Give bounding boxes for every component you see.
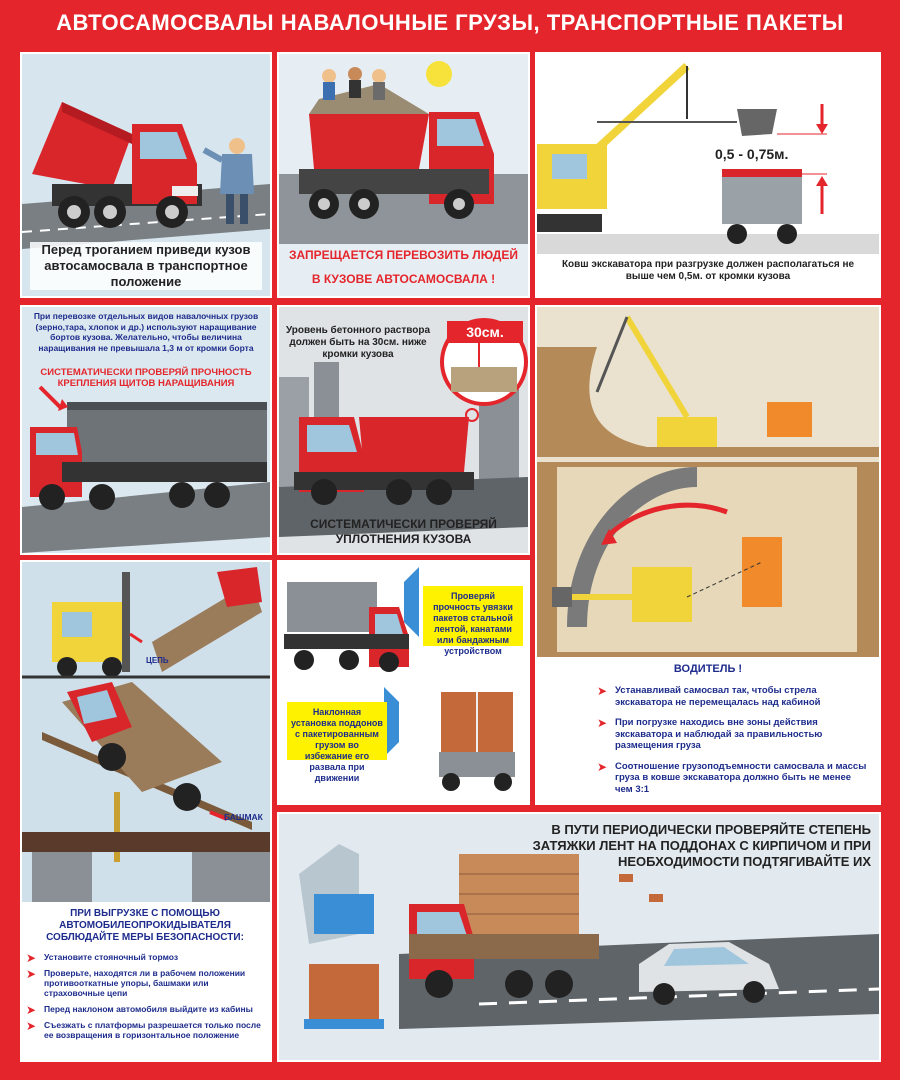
panel7-label-shoe: БАШМАК xyxy=(224,812,263,822)
panel-no-people-in-body: ЗАПРЕЩАЕТСЯ ПЕРЕВОЗИТЬ ЛЮДЕЙ В КУЗОВЕ АВ… xyxy=(277,52,530,298)
excavator-unloading-illustration xyxy=(537,54,879,296)
panel4-warning: СИСТЕМАТИЧЕСКИ ПРОВЕРЯЙ ПРОЧНОСТЬ КРЕПЛЕ… xyxy=(40,367,252,389)
red-arrow-icon: ➤ xyxy=(26,967,37,981)
panel4-text: При перевозке отдельных видов навалочных… xyxy=(33,311,259,353)
panel-tipper-safety: ЦЕПЬ БАШМАК ПРИ ВЫГРУЗКЕ С ПОМОЩЬЮ АВТОМ… xyxy=(20,560,272,1062)
panel7-label-chain: ЦЕПЬ xyxy=(146,656,169,665)
panel-packaged-cargo: Проверяй прочность увязки пакетов стальн… xyxy=(277,560,530,805)
panel2-warning-line1: ЗАПРЕЩАЕТСЯ ПЕРЕВОЗИТЬ ЛЮДЕЙ xyxy=(289,248,518,262)
panel5-caption: СИСТЕМАТИЧЕСКИ ПРОВЕРЯЙ УПЛОТНЕНИЯ КУЗОВ… xyxy=(310,517,497,546)
red-arrow-icon: ➤ xyxy=(597,759,608,774)
panel5-badge: 30см. xyxy=(447,321,523,343)
panel3-measure-label: 0,5 - 0,75м. xyxy=(715,146,789,162)
list-item: ➤Съезжать с платформы разрешается только… xyxy=(26,1019,261,1040)
list-item: ➤Устанавливай самосвал так, чтобы стрела… xyxy=(597,684,821,708)
panel2-warning-line2: В КУЗОВЕ АВТОСАМОСВАЛА ! xyxy=(311,272,496,286)
excavator-loading-scheme-illustration xyxy=(537,307,879,657)
list-item: ➤Проверьте, находятся ли в рабочем полож… xyxy=(26,967,246,998)
panel7-heading: ПРИ ВЫГРУЗКЕ С ПОМОЩЬЮ АВТОМОБИЛЕОПРОКИД… xyxy=(46,908,244,943)
panel6-heading: ВОДИТЕЛЬ ! xyxy=(673,663,743,675)
panel9-caption: В ПУТИ ПЕРИОДИЧЕСКИ ПРОВЕРЯЙТЕ СТЕПЕНЬ З… xyxy=(532,822,871,869)
red-arrow-icon: ➤ xyxy=(597,684,608,698)
red-arrow-icon: ➤ xyxy=(26,1019,37,1033)
panel6-rules-list: ➤Устанавливай самосвал так, чтобы стрела… xyxy=(597,684,867,803)
panel8-box2: Наклонная установка поддонов с пакетиров… xyxy=(287,702,387,783)
panel8-box1: Проверяй прочность увязки пакетов стальн… xyxy=(423,586,523,656)
tipper-platform-illustration xyxy=(22,562,270,902)
panel3-caption: Ковш экскаватора при разгрузке должен ра… xyxy=(561,259,855,282)
panel5-text: Уровень бетонного раствора должен быть н… xyxy=(285,325,431,360)
list-item: ➤При погрузке находись вне зоны действия… xyxy=(597,716,823,751)
panel-excavator-bucket-height: 0,5 - 0,75м. Ковш экскаватора при разгру… xyxy=(535,52,881,298)
panel-brick-strapping: В ПУТИ ПЕРИОДИЧЕСКИ ПРОВЕРЯЙТЕ СТЕПЕНЬ З… xyxy=(277,812,881,1062)
panel1-caption: Перед троганием приведи кузов автосамосв… xyxy=(30,242,262,290)
truck-with-trailer-illustration xyxy=(22,307,270,553)
panel-dump-body-lowered: Перед троганием приведи кузов автосамосв… xyxy=(20,52,272,298)
dump-truck-raised-illustration xyxy=(22,54,270,296)
list-item: ➤Соотношение грузоподъемности самосвала … xyxy=(597,759,867,795)
red-arrow-icon: ➤ xyxy=(597,716,608,730)
list-item: ➤Перед наклоном автомобиля выйдите из ка… xyxy=(26,1003,253,1017)
list-item: ➤Установите стояночный тормоз xyxy=(26,951,179,965)
poster-title: АВТОСАМОСВАЛЫ НАВАЛОЧНЫЕ ГРУЗЫ, ТРАНСПОР… xyxy=(56,10,844,35)
panel7-rules-list: ➤Установите стояночный тормоз ➤Проверьте… xyxy=(26,952,266,1046)
dump-truck-with-people-illustration xyxy=(279,54,528,296)
red-arrow-icon: ➤ xyxy=(26,951,37,965)
panel-body-extension: При перевозке отдельных видов навалочных… xyxy=(20,305,272,555)
panel-driver-rules: ВОДИТЕЛЬ ! ➤Устанавливай самосвал так, ч… xyxy=(535,305,881,805)
truck-losing-bricks-illustration xyxy=(279,814,879,1060)
panel-concrete-level: Уровень бетонного раствора должен быть н… xyxy=(277,305,530,555)
red-arrow-icon: ➤ xyxy=(26,1003,37,1017)
